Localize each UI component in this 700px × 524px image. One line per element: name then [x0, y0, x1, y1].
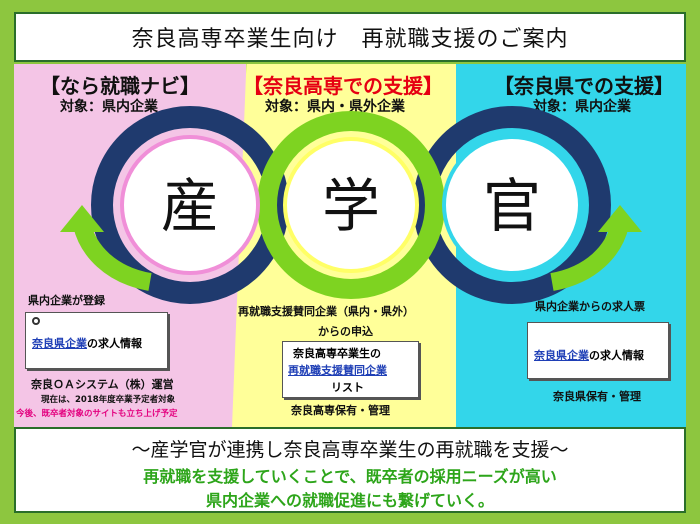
left-register-text: 県内企業が登録 — [28, 294, 105, 307]
right-box-highlight: 奈良県企業 — [534, 349, 589, 362]
left-arrow-head-icon — [60, 205, 104, 232]
center-line2: からの申込 — [318, 325, 373, 338]
left-box-suffix: の求人情報 — [87, 337, 142, 350]
bottom-body1: 再就職を支援していくことで、既卒者の採用ニーズが高い — [143, 467, 557, 486]
bullet-icon — [32, 317, 40, 325]
right-line1: 県内企業からの求人票 — [535, 300, 645, 313]
center-target: 対象：県内・県外企業 — [265, 99, 405, 115]
left-note2: 今後、既卒者対象のサイトも立ち上げ予定 — [16, 409, 178, 419]
right-navy-ring — [413, 106, 611, 304]
right-owner: 奈良県保有・管理 — [553, 390, 641, 403]
left-inner-circle — [120, 135, 260, 275]
center-title: 【奈良高専での支援】 — [243, 74, 443, 98]
left-note1: 現在は、2018年度卒業予定者対象 — [41, 395, 176, 405]
kanji-government: 官 — [483, 172, 541, 240]
right-box-suffix: の求人情報 — [589, 349, 644, 362]
right-arrow-head-icon — [598, 205, 642, 232]
center-inner-circle — [283, 137, 419, 273]
kanji-industry: 産 — [161, 172, 219, 240]
right-target: 対象：県内企業 — [533, 99, 631, 115]
right-box-text: 奈良県企業の求人情報 — [534, 347, 644, 363]
left-box-text: 奈良県企業の求人情報 — [32, 335, 142, 351]
center-box-line1: 奈良高専卒業生の — [293, 347, 381, 360]
bottom-headline: 〜産学官が連携し奈良高専卒業生の再就職を支援〜 — [131, 439, 569, 461]
right-title: 【奈良県での支援】 — [494, 74, 674, 98]
left-arrow-body — [73, 222, 152, 291]
page-title: 奈良高専卒業生向け 再就職支援のご案内 — [14, 12, 686, 62]
center-line1: 再就職支援賛同企業（県内・県外） — [238, 305, 414, 318]
left-title: 【なら就職ナビ】 — [40, 74, 200, 98]
left-info-box: 奈良県企業の求人情報 — [25, 312, 168, 369]
left-operator: 奈良ＯＡシステム（株）運営 — [31, 378, 174, 391]
center-owner: 奈良高専保有・管理 — [291, 404, 390, 417]
center-box-line3: リスト — [331, 381, 364, 394]
bottom-body2: 県内企業への就職促進にも繋げていく。 — [205, 491, 494, 510]
left-target: 対象：県内企業 — [60, 99, 158, 115]
right-arrow-body — [550, 222, 629, 291]
left-navy-ring — [91, 106, 289, 304]
right-inner-circle — [442, 135, 582, 275]
center-box-line2: 再就職支援賛同企業 — [288, 364, 387, 377]
bottom-banner: 〜産学官が連携し奈良高専卒業生の再就職を支援〜 再就職を支援していくことで、既卒… — [14, 427, 686, 513]
kanji-academia: 学 — [322, 172, 380, 240]
right-info-box: 奈良県企業の求人情報 — [527, 322, 669, 379]
center-green-ring — [257, 111, 445, 299]
center-info-box: 奈良高専卒業生の 再就職支援賛同企業 リスト — [282, 341, 419, 398]
left-box-highlight: 奈良県企業 — [32, 337, 87, 350]
